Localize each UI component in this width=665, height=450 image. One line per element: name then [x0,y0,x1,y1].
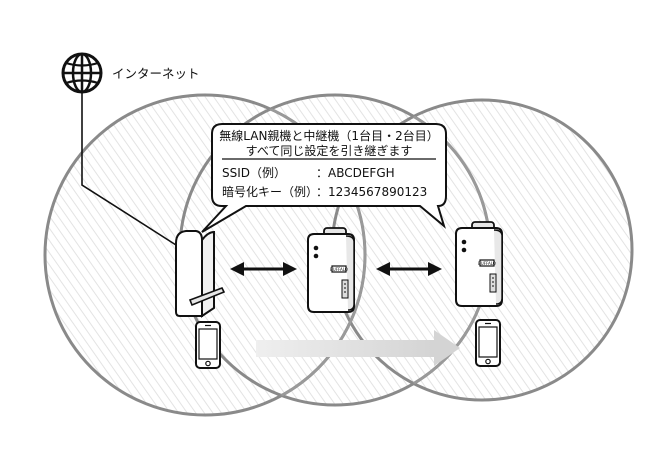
globe-icon [61,52,103,94]
internet-cable [81,92,177,246]
double-arrow-icon [230,262,297,276]
ssid-label: SSID（例） [222,166,286,180]
wifi-extender-icon: BUFFALO [455,221,503,307]
key-value: ：1234567890123 [316,185,427,199]
smartphone-icon [195,321,221,369]
key-label: 暗号化キー（例） [222,184,318,199]
internet-label: インターネット [112,66,200,81]
ssid-value: ：ABCDEFGH [316,166,395,180]
wireless-router-icon [175,230,226,318]
callout-line1: 無線LAN親機と中継機（1台目・2台目） [219,128,438,143]
svg-text:BUFFALO: BUFFALO [330,267,348,272]
wifi-extender-icon: BUFFALO [307,227,355,313]
double-arrow-icon [376,262,442,276]
settings-callout: 無線LAN親機と中継機（1台目・2台目） すべて同じ設定を引き継ぎます SSID… [201,123,447,233]
callout-line2: すべて同じ設定を引き継ぎます [246,143,413,158]
smartphone-icon [475,319,501,367]
movement-arrow-icon [256,330,460,366]
svg-text:BUFFALO: BUFFALO [478,261,496,266]
